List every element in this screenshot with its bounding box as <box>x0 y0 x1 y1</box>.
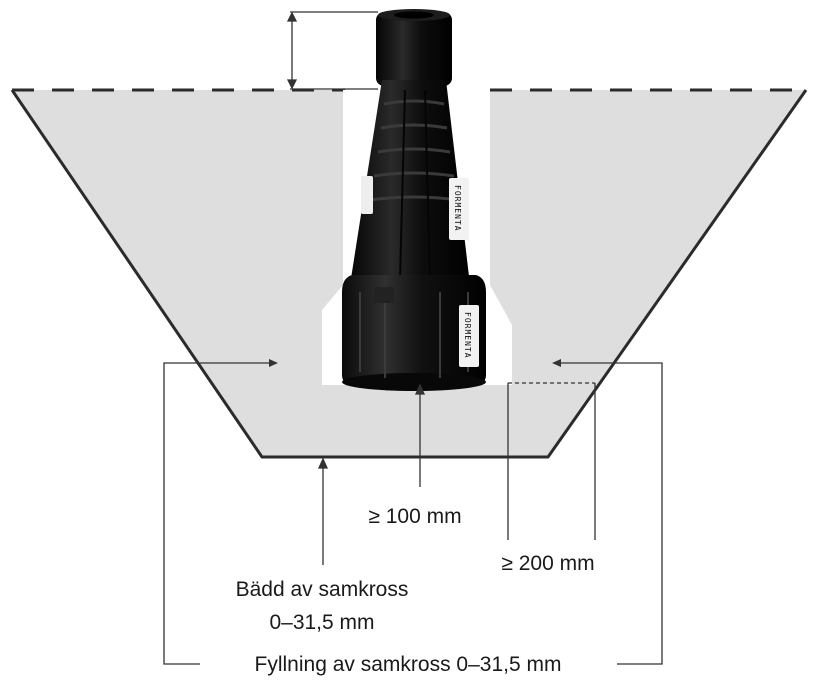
label-bed-line1: Bädd av samkross <box>236 578 409 601</box>
depth-arrow <box>414 383 426 487</box>
width-dimension <box>507 382 596 540</box>
label-fill: Fyllning av samkross 0–31,5 mm <box>255 653 562 676</box>
fill-bracket <box>163 362 663 665</box>
fill-arrow-right <box>552 359 561 367</box>
product-label-lower <box>459 305 479 367</box>
label-min-depth: ≥ 100 mm <box>368 505 461 528</box>
label-bed-line2: 0–31,5 mm <box>269 611 374 634</box>
product-body <box>350 80 470 285</box>
bed-arrow <box>317 457 329 565</box>
height-dimension <box>286 11 378 90</box>
product-brand-lower: FORMENTA <box>463 312 472 359</box>
trench-outline <box>10 89 808 459</box>
label-min-width: ≥ 200 mm <box>501 552 594 575</box>
product-cone: FORMENTA FORMENTA <box>342 9 486 391</box>
product-brand-upper: FORMENTA <box>453 185 462 232</box>
product-label-upper <box>449 178 469 240</box>
fill-arrow-left <box>269 359 278 367</box>
product-top-collar <box>376 12 452 86</box>
